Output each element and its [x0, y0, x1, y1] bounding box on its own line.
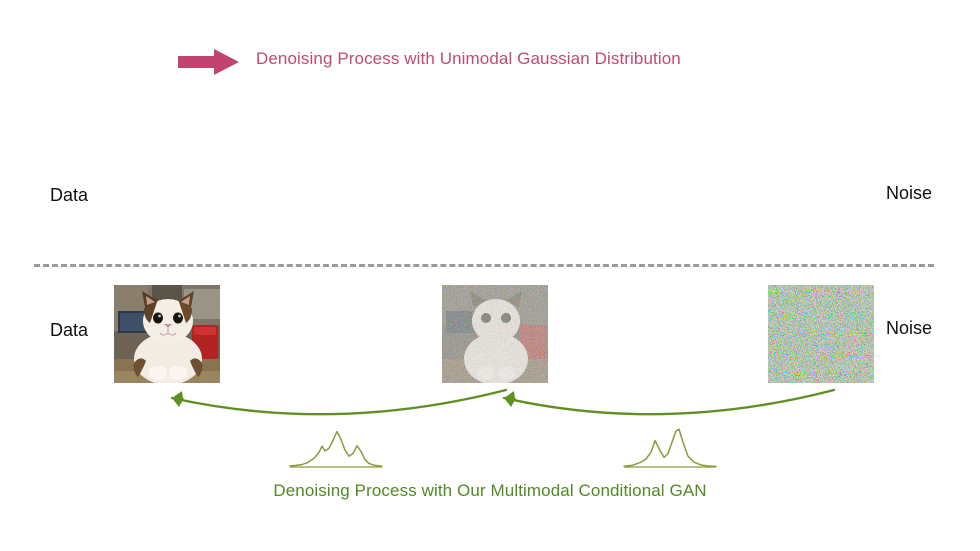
noise-image: [768, 285, 874, 383]
right-block-arrow-icon: [178, 48, 240, 76]
section-divider: [34, 264, 934, 267]
unimodal-process-caption: Denoising Process with Unimodal Gaussian…: [256, 49, 681, 68]
bottom-left-label-data: Data: [50, 320, 89, 340]
bimodal-distribution-chart: [622, 427, 718, 471]
intermediate-image: [442, 285, 548, 383]
bottom-right-label-noise: Noise: [886, 318, 933, 338]
top-right-label-noise: Noise: [886, 183, 933, 203]
multimodal-distribution-chart: [288, 427, 384, 471]
top-left-label-data: Data: [50, 185, 89, 205]
denoise-arrow-right: [490, 386, 838, 428]
multimodal-process-caption: Denoising Process with Our Multimodal Co…: [273, 481, 707, 500]
denoise-arrow-left: [158, 386, 510, 428]
data-image: [114, 285, 220, 383]
